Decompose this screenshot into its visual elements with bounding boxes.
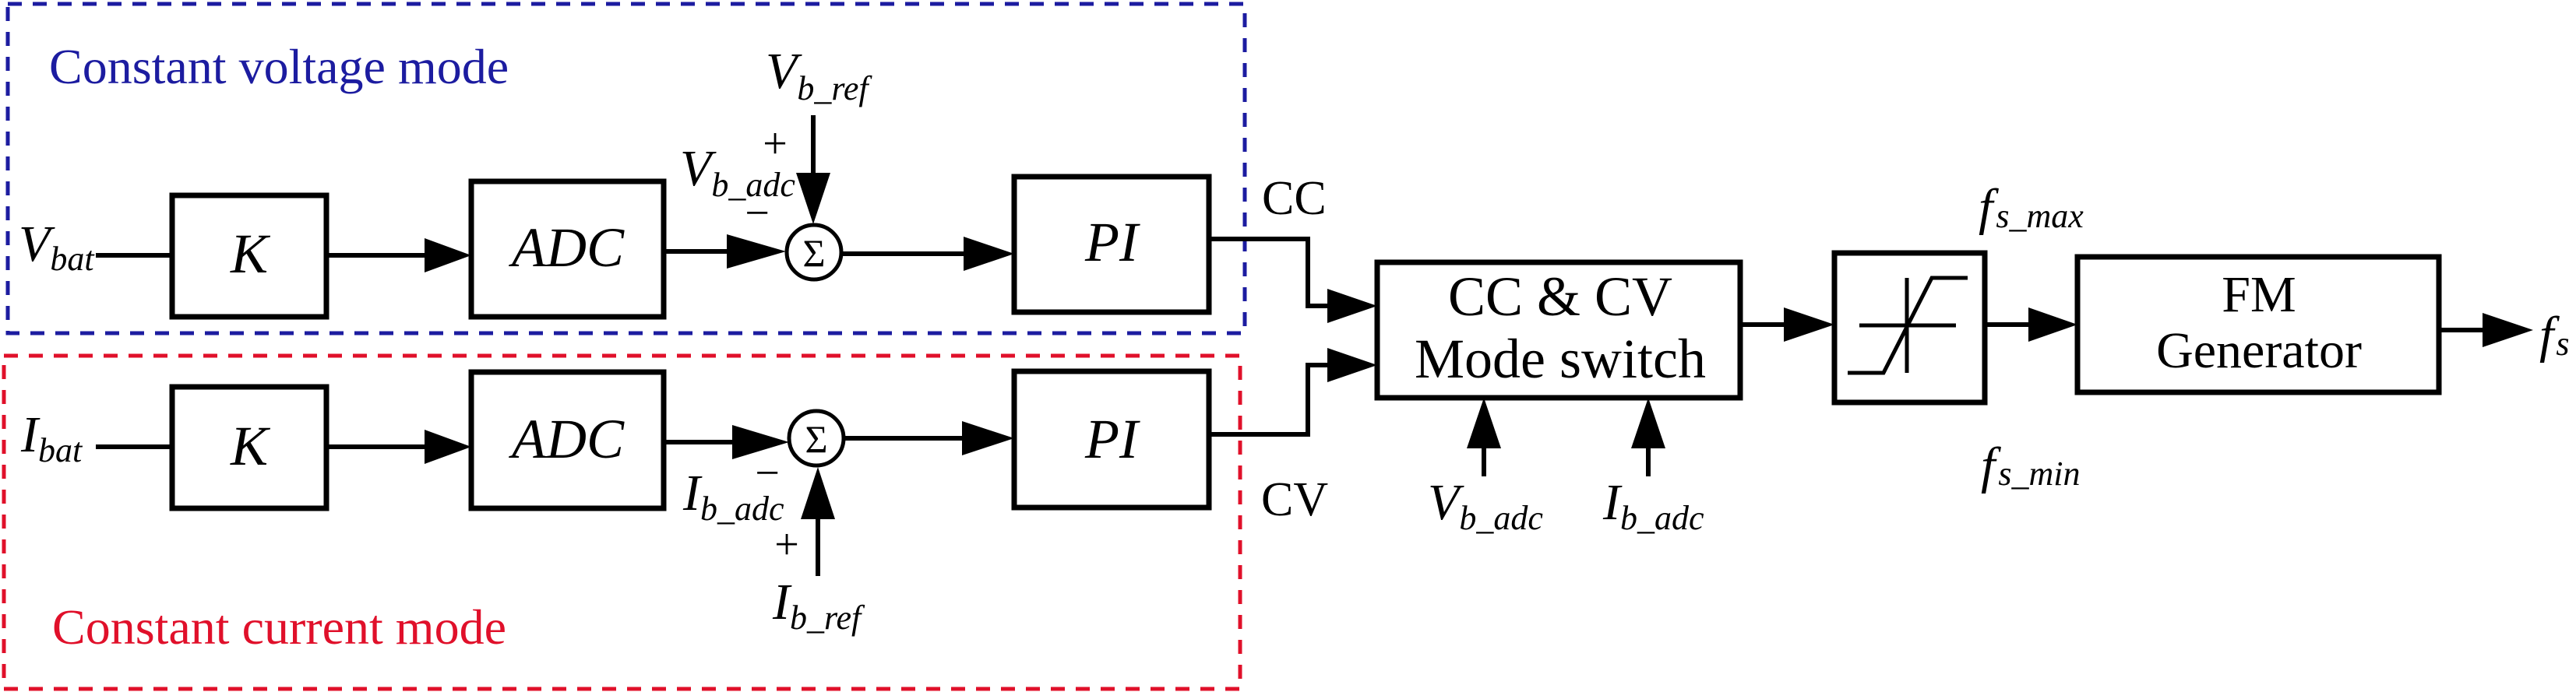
arrow-head-icon [1327,348,1377,382]
ib-adc-label: Ib_adc [682,465,784,528]
ib-ref-label: Ib_ref [772,574,865,637]
arrow-head-icon [801,467,835,519]
mode-input-vb-adc-label: Vb_adc [1428,474,1543,537]
cc-signal-label: CC [1262,172,1327,225]
sum-sigma-icon: Σ [802,231,825,275]
fm-generator-line2: Generator [2156,322,2362,379]
fs-min-label: fs_min [1981,437,2080,494]
arrow-head-icon [1467,398,1501,448]
fs-output-label: fs [2539,307,2569,364]
voltage-loop: Vbat K ADC Vb_adc − Vb_ref + Σ PI CC [19,43,1377,323]
constant-voltage-title: Constant voltage mode [49,39,509,94]
vb-ref-label: Vb_ref [766,43,872,107]
current-gain-label: K [230,415,271,477]
constant-current-region [2,353,1242,691]
arrow-head-icon [964,237,1014,271]
current-pi-label: PI [1084,408,1140,470]
fm-generator: FM Generator fs [2074,254,2569,395]
fs-max-label: fs_max [1979,179,2084,236]
vbat-label: Vbat [19,216,95,278]
arrow-head-icon [2483,313,2533,347]
arrow-head-icon [1784,307,1834,342]
voltage-adc-label: ADC [509,216,625,279]
mode-switch-block [1374,259,1743,401]
saturation-curve-icon [1848,276,1968,375]
feedback-minus-sign: − [745,189,770,237]
arrow-head-icon [2028,307,2077,342]
ibat-label: Ibat [20,406,83,469]
arrow-head-icon [1327,289,1377,323]
voltage-pi-block [1011,174,1212,315]
fm-generator-block [2074,254,2442,395]
mode-switch: CC & CV Mode switch Vb_adc Ib_adc [1374,259,1834,537]
arrow-head-icon [425,430,471,464]
sum-sigma-icon: Σ [805,417,827,461]
fm-generator-line1: FM [2222,266,2296,323]
reference-plus-sign: + [774,521,799,569]
feedback-minus-sign: − [755,449,780,497]
voltage-adc-block [468,178,667,320]
mode-switch-line2: Mode switch [1415,328,1706,390]
constant-voltage-region [5,2,1247,335]
current-gain-block [169,384,329,511]
arrow-head-icon [425,238,471,272]
mode-input-ib-adc-label: Ib_adc [1602,474,1704,537]
current-loop: Ibat K ADC − Ib_adc Σ + Ib_ref PI CV [20,348,1377,637]
current-pi-block [1011,368,1212,511]
current-adc-label: ADC [509,408,625,470]
voltage-gain-block [169,192,329,320]
reference-plus-sign: + [763,120,788,168]
arrow-head-icon [1631,398,1665,448]
arrow-head-icon [796,173,830,224]
arrow-head-icon [962,421,1014,455]
voltage-gain-label: K [230,223,271,285]
arrow-head-icon [732,425,789,459]
cv-signal-label: CV [1261,473,1328,526]
saturation-block [1831,250,1988,406]
vb-adc-label: Vb_adc [680,140,795,204]
arrow-head-icon [727,234,786,269]
mode-switch-line1: CC & CV [1448,265,1672,328]
voltage-pi-label: PI [1084,211,1140,273]
frequency-limiter: fs_max fs_min [1831,179,2084,494]
constant-current-title: Constant current mode [52,599,506,655]
